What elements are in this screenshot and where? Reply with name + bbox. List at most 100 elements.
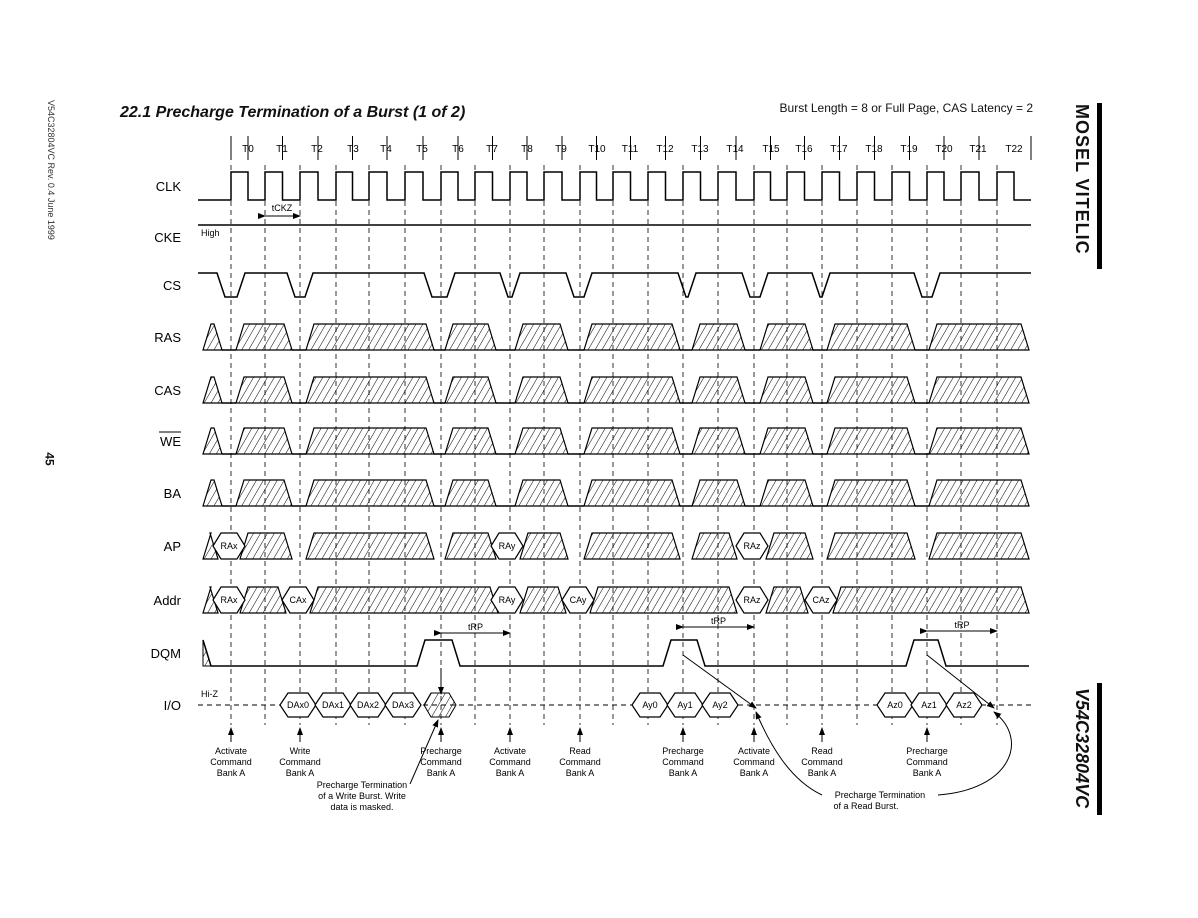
we-hatch (691, 427, 746, 455)
trp-label: tRP (468, 622, 483, 632)
clock-label: T2 (311, 144, 323, 155)
ap-hatch (519, 532, 569, 560)
signal-label-dqm: DQM (151, 646, 181, 661)
ba-hatch (514, 479, 569, 507)
clock-label: T3 (347, 144, 359, 155)
page-title: 22.1 Precharge Termination of a Burst (1… (120, 104, 466, 121)
command-label: Bank A (217, 768, 246, 778)
ras-hatch (826, 323, 916, 351)
command-label: Activate (215, 746, 247, 756)
ba-hatch (928, 479, 1030, 507)
we-hatch (583, 427, 681, 455)
command-label: Bank A (286, 768, 315, 778)
command-label: Write (290, 746, 311, 756)
io-data-box (701, 692, 739, 718)
dqm-io-arrow (682, 654, 757, 709)
ba-hatch (235, 479, 293, 507)
command-label: Precharge (420, 746, 462, 756)
command-label: Read (569, 746, 591, 756)
note-write-termination: data is masked. (330, 802, 393, 812)
clock-label: T7 (486, 144, 498, 155)
clock-label: T14 (726, 144, 744, 155)
clock-label: T5 (416, 144, 428, 155)
clock-label: T18 (865, 144, 883, 155)
note-write-arrow (409, 719, 439, 785)
addr-value-box (281, 586, 315, 614)
ap-hatch (765, 532, 814, 560)
clock-label: T16 (795, 144, 813, 155)
command-label: Bank A (913, 768, 942, 778)
ba-hatch (305, 479, 435, 507)
addr-hatch (202, 586, 219, 614)
clock-label: T1 (276, 144, 288, 155)
note-write-termination: Precharge Termination (317, 780, 407, 790)
ras-hatch (583, 323, 681, 351)
we-hatch (826, 427, 916, 455)
io-data-box (945, 692, 983, 718)
clock-label: T13 (691, 144, 709, 155)
ap-hatch (239, 532, 293, 560)
clock-label: T19 (900, 144, 918, 155)
ras-hatch (514, 323, 569, 351)
addr-hatch (239, 586, 287, 614)
we-hatch (759, 427, 814, 455)
we-hatch (202, 427, 223, 455)
note-read-termination: Precharge Termination (835, 790, 925, 800)
addr-value-box (804, 586, 838, 614)
ap-value: RAz (743, 541, 761, 551)
ap-hatch (444, 532, 497, 560)
cas-hatch (826, 376, 916, 404)
command-label: Precharge (662, 746, 704, 756)
clock-label: T10 (588, 144, 606, 155)
ba-hatch (691, 479, 746, 507)
addr-value: RAy (499, 595, 516, 605)
signal-label-ap: AP (164, 539, 181, 554)
io-masked-box (423, 692, 457, 718)
ap-value-box (735, 532, 769, 560)
ba-hatch (826, 479, 916, 507)
command-label: Bank A (427, 768, 456, 778)
command-label: Activate (494, 746, 526, 756)
note-read-termination: of a Read Burst. (833, 801, 898, 811)
we-hatch (514, 427, 569, 455)
addr-value-box (735, 586, 769, 614)
command-label: Bank A (496, 768, 525, 778)
ap-hatch (826, 532, 916, 560)
signal-label-cas: CAS (154, 383, 181, 398)
io-hiz-label: Hi-Z (201, 689, 218, 699)
command-label: Command (210, 757, 252, 767)
command-label: Bank A (740, 768, 769, 778)
ap-hatch (583, 532, 681, 560)
addr-value: RAx (220, 595, 238, 605)
command-label: Read (811, 746, 833, 756)
command-label: Precharge (906, 746, 948, 756)
trp-label: tRP (711, 616, 726, 626)
cas-hatch (444, 376, 497, 404)
ras-hatch (202, 323, 223, 351)
dqm-hatch (202, 639, 212, 667)
command-label: Bank A (566, 768, 595, 778)
signal-label-ba: BA (164, 486, 182, 501)
io-data-value: Az0 (887, 700, 903, 710)
ras-hatch (691, 323, 746, 351)
clock-label: T21 (969, 144, 987, 155)
command-label: Command (662, 757, 704, 767)
ba-hatch (444, 479, 497, 507)
ap-value-box (212, 532, 246, 560)
dqm-waveform (202, 639, 1029, 667)
command-label: Command (733, 757, 775, 767)
clock-label: T4 (380, 144, 392, 155)
cke-level-label: High (201, 228, 220, 238)
ras-hatch (235, 323, 293, 351)
ras-hatch (305, 323, 435, 351)
io-data-value: DAx2 (357, 700, 379, 710)
signal-label-clk: CLK (156, 179, 182, 194)
io-data-box (384, 692, 422, 718)
io-data-value: DAx0 (287, 700, 309, 710)
note-read-arrow (755, 711, 823, 796)
clock-label: T15 (762, 144, 780, 155)
we-hatch (235, 427, 293, 455)
signal-label-io: I/O (164, 698, 181, 713)
addr-hatch (589, 586, 738, 614)
